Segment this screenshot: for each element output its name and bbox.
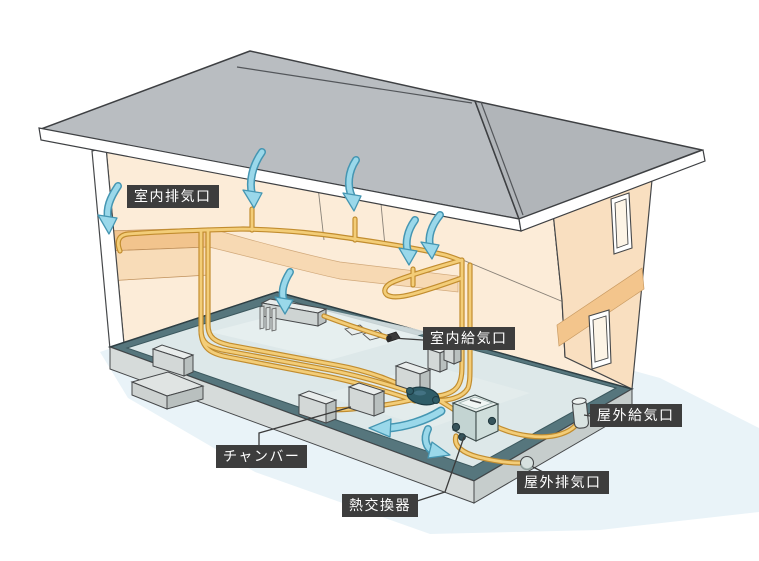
hx-port	[458, 433, 466, 441]
airflow-arrow	[421, 425, 451, 459]
chamber-block	[394, 361, 432, 394]
outdoor-supply-vent-pipe	[571, 397, 589, 429]
heat-exchanger-unit	[451, 394, 500, 442]
ridge-cap-line	[236, 66, 473, 104]
label-outdoor-exhaust: 屋外排気口	[517, 471, 609, 494]
chamber-block-labeled	[347, 382, 386, 417]
entrance-step	[130, 371, 205, 410]
leader-lines	[258, 335, 591, 503]
exterior-floor-band	[556, 267, 645, 347]
leader-heat-exchanger	[413, 436, 465, 503]
roof	[40, 50, 703, 220]
airflow-arrow	[274, 268, 294, 315]
hip-seam-line	[480, 101, 524, 216]
leader-outdoor-supply	[583, 414, 591, 417]
airflow-arrows	[97, 148, 451, 459]
airflow-arrow	[97, 182, 122, 235]
distribution-unit	[406, 386, 440, 406]
chase-ribs	[259, 305, 277, 332]
airflow-arrow	[398, 216, 419, 266]
leader-dot	[386, 335, 392, 341]
airflow-arrow	[242, 148, 266, 209]
leader-indoor-supply	[391, 337, 424, 341]
window-lower	[588, 309, 612, 370]
airflow-arrow	[420, 211, 444, 260]
right-exterior-wall	[552, 179, 653, 390]
hx-port	[487, 416, 497, 426]
roof-fascia	[38, 127, 706, 232]
airflow-arrow	[342, 156, 362, 212]
label-chamber: チャンバー	[216, 445, 308, 468]
leader-chamber	[258, 406, 352, 446]
airflow-arrow	[368, 406, 446, 438]
second-floor-slab-receding-edge	[208, 227, 459, 293]
outdoor-exhaust-vent-cap	[519, 455, 535, 471]
label-heat-exchanger: 熱交換器	[342, 494, 418, 517]
window-upper	[610, 192, 633, 255]
label-indoor-exhaust: 室内排気口	[127, 185, 219, 208]
chamber-block	[151, 344, 195, 377]
label-outdoor-supply: 屋外給気口	[590, 404, 682, 427]
label-indoor-supply: 室内給気口	[423, 327, 515, 350]
hx-port	[451, 422, 461, 432]
